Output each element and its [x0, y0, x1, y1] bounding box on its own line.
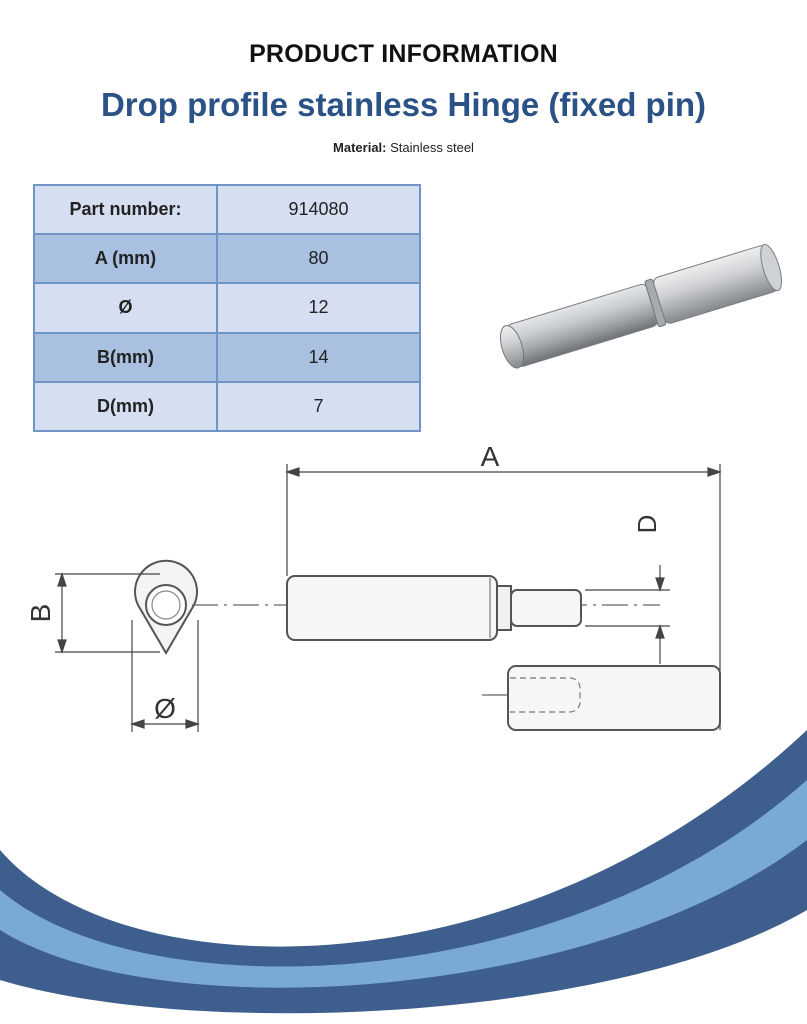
spec-row-d: D(mm) 7 [33, 380, 421, 433]
label-d: D [632, 515, 662, 534]
dim-dia-arrow-left [130, 719, 145, 729]
label-diameter: Ø [154, 693, 176, 724]
header-label: PRODUCT INFORMATION [249, 40, 558, 68]
label-a: A [481, 441, 500, 472]
material-value: Stainless steel [390, 140, 474, 155]
spec-key: Part number: [33, 183, 218, 236]
spec-row-diameter: Ø 12 [33, 282, 421, 334]
spec-value: 914080 [216, 183, 421, 236]
dim-b-arrow-bottom [57, 639, 67, 654]
technical-drawing: A D B Ø [25, 441, 722, 732]
dim-a-arrow-right [707, 467, 722, 477]
sleeve-side-body [507, 665, 721, 731]
product-title: Drop profile stainless Hinge (fixed pin) [100, 86, 707, 123]
drop-profile-bore-inner [151, 590, 181, 620]
material-label: Material: [333, 140, 387, 155]
spec-value: 12 [216, 282, 421, 334]
dim-d-arrow-top [655, 577, 665, 592]
sleeve-end [760, 243, 783, 292]
dim-d-arrow-bottom [655, 624, 665, 639]
dim-dia-arrow-right [185, 719, 200, 729]
material-line: Material: Stainless steel [0, 140, 807, 155]
pin-side-neck [496, 585, 512, 631]
spec-key: A (mm) [33, 233, 218, 285]
spec-value: 80 [216, 233, 421, 285]
pin-side-body [286, 575, 498, 641]
spec-key: D(mm) [33, 380, 218, 433]
pin-sleeve [653, 245, 779, 324]
dim-a-arrow-left [285, 467, 300, 477]
spec-value: 14 [216, 331, 421, 383]
spec-row-part-number: Part number: 914080 [33, 183, 421, 236]
wave-white [0, 910, 807, 1024]
spec-key: Ø [33, 282, 218, 334]
product-photo [499, 243, 783, 369]
spec-value: 7 [216, 380, 421, 433]
spec-row-b: B(mm) 14 [33, 331, 421, 383]
dim-b-arrow-top [57, 572, 67, 587]
pin-body [505, 283, 659, 367]
pin-side-tip [510, 589, 582, 627]
sleeve-side-bore [510, 677, 581, 713]
spec-row-a: A (mm) 80 [33, 233, 421, 285]
spec-key: B(mm) [33, 331, 218, 383]
pin-end [499, 325, 525, 369]
wave-dark-bottom [0, 840, 807, 1024]
spec-table: Part number: 914080 A (mm) 80 Ø 12 B(mm)… [33, 183, 421, 433]
label-b: B [25, 604, 56, 623]
footer-wave [0, 730, 807, 1024]
